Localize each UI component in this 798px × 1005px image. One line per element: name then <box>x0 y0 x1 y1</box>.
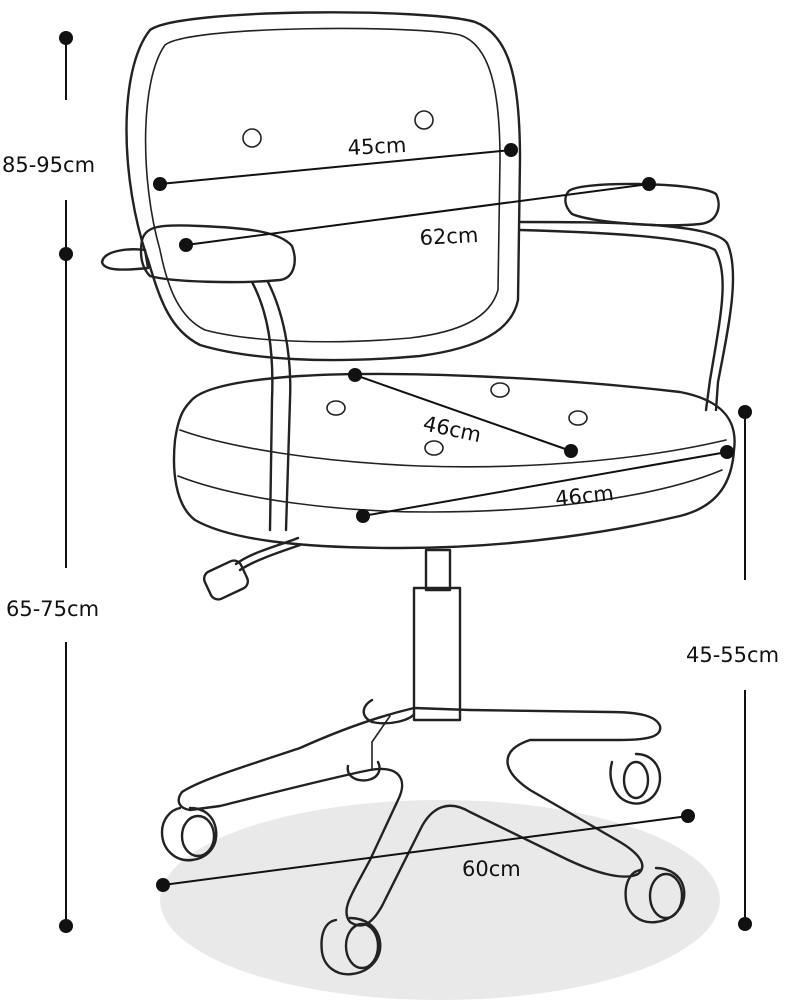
label-seat-width: 46cm <box>554 481 615 511</box>
label-armrest-height: 65-75cm <box>6 597 99 621</box>
dimension-lines <box>59 31 752 933</box>
gas-lift <box>202 536 462 722</box>
label-backrest-width: 45cm <box>347 133 407 160</box>
seat-cushion <box>172 372 736 550</box>
label-armrest-width: 62cm <box>419 223 479 250</box>
left-armrest <box>100 224 296 532</box>
label-total-height: 85-95cm <box>2 153 95 177</box>
label-base-diameter: 60cm <box>462 857 521 881</box>
base <box>177 698 662 927</box>
right-armrest <box>518 182 735 412</box>
backrest <box>125 11 522 362</box>
label-seat-height: 45-55cm <box>686 643 779 667</box>
casters <box>160 752 686 976</box>
floor-shadow <box>160 800 720 1000</box>
